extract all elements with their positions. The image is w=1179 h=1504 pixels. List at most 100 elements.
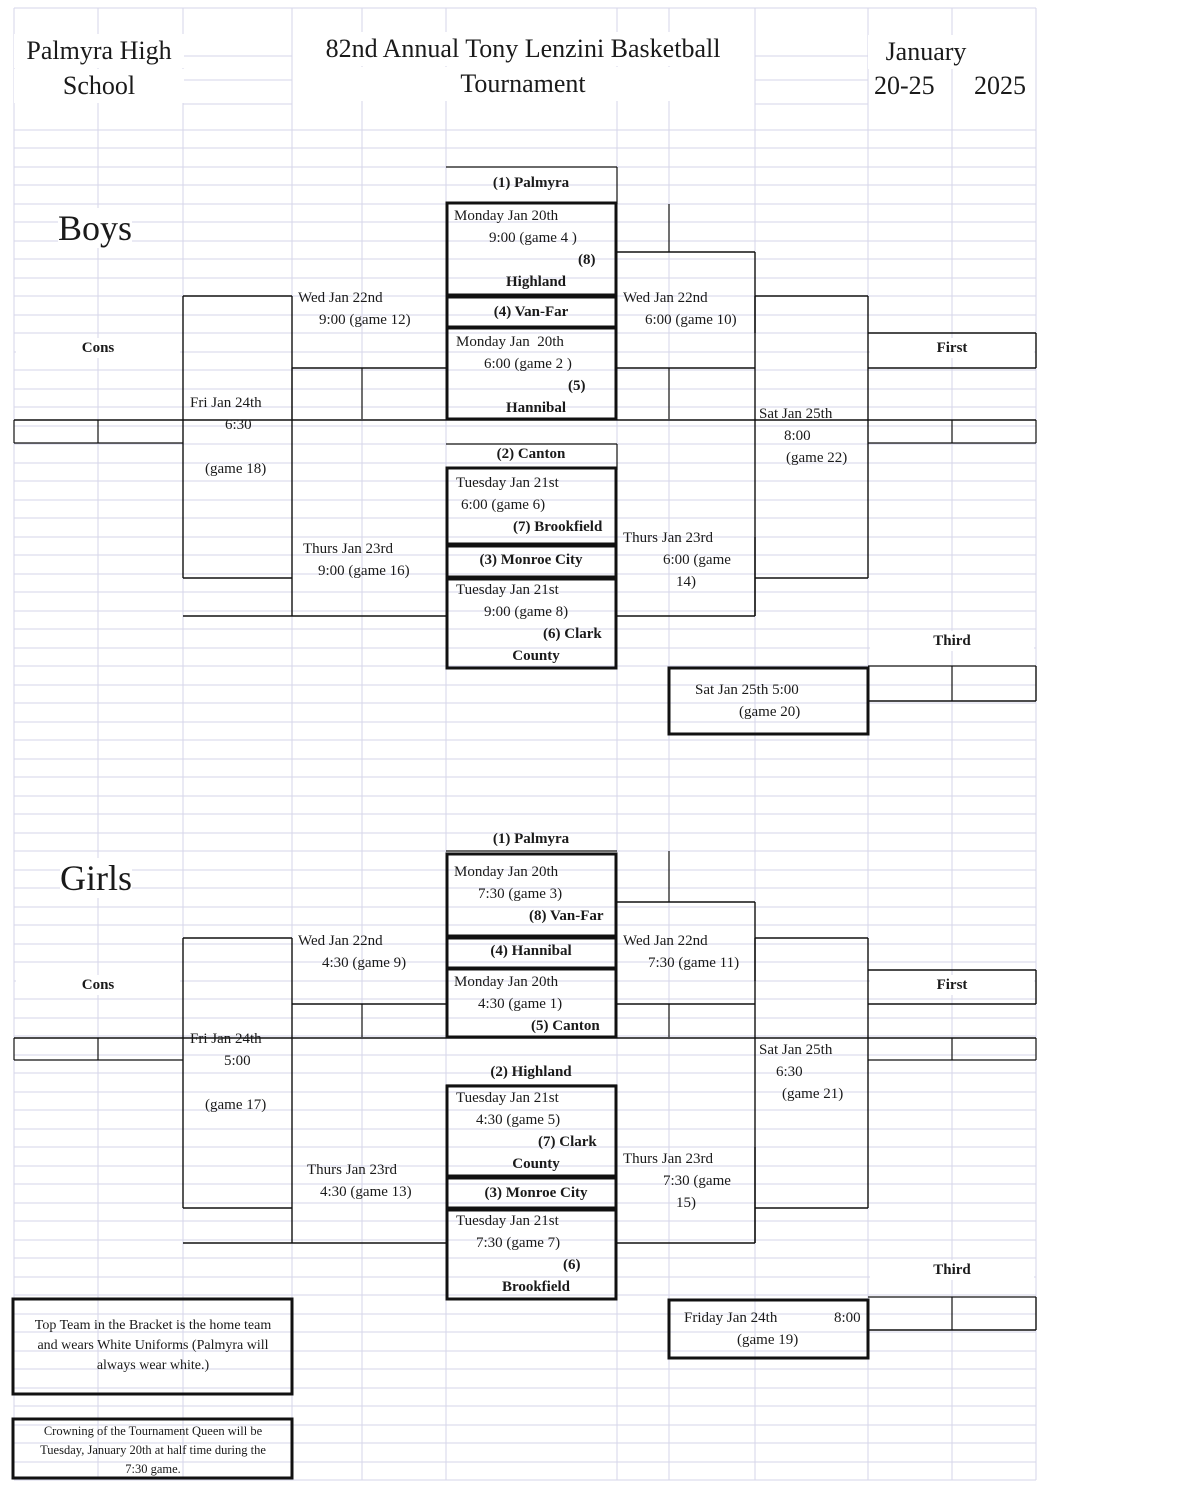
- home-team-note-line2: and wears White Uniforms (Palmyra will: [37, 1338, 269, 1353]
- girls-game7-date: Tuesday Jan 21st: [456, 1213, 559, 1229]
- tournament-year: 2025: [974, 69, 1026, 103]
- boys-game2-box: [445, 326, 618, 421]
- girls-game19-time: 8:00: [834, 1310, 861, 1326]
- boys-game18-time: 6:30: [225, 417, 252, 433]
- queen-note-line3: 7:30 game.: [125, 1462, 181, 1476]
- home-team-note-line1: Top Team in the Bracket is the home team: [34, 1318, 272, 1333]
- boys-game4-team: Highland: [505, 274, 567, 290]
- girls-game1-team: (5) Canton: [531, 1018, 600, 1034]
- boys-game12-date: Wed Jan 22nd: [298, 290, 383, 306]
- boys-game6-box: [445, 466, 618, 546]
- girls-game1-box: [445, 967, 618, 1039]
- boys-game22-date: Sat Jan 25th: [759, 406, 833, 422]
- boys-game20-number: (game 20): [739, 704, 801, 720]
- girls-game17-number: (game 17): [205, 1097, 267, 1113]
- girls-game15-date: Thurs Jan 23rd: [623, 1151, 713, 1167]
- girls-seed3-box: [445, 1176, 618, 1210]
- school-name-line2: School: [14, 69, 184, 103]
- girls-game3-team: (8) Van-Far: [529, 908, 604, 924]
- home-team-note-line3: always wear white.): [96, 1358, 210, 1373]
- girls-seed-1-team: (1) Palmyra: [492, 831, 570, 847]
- boys-game4-box: [445, 201, 618, 297]
- girls-game5-date: Tuesday Jan 21st: [456, 1090, 559, 1106]
- girls-game11-time: 7:30 (game 11): [648, 955, 740, 971]
- girls-game5-team-line1: (7) Clark: [538, 1134, 597, 1150]
- tournament-title-line1: 82nd Annual Tony Lenzini Basketball: [293, 32, 753, 66]
- home-team-note-box: [11, 1297, 294, 1396]
- girls-game3-date: Monday Jan 20th: [454, 864, 559, 880]
- boys-game2-seed: (5): [568, 378, 586, 394]
- girls-game9-time: 4:30 (game 9): [322, 955, 407, 971]
- boys-seed-3-team: (3) Monroe City: [479, 552, 583, 568]
- boys-game22-number: (game 22): [786, 450, 848, 466]
- girls-game13-time: 4:30 (game 13): [320, 1184, 412, 1200]
- girls-section-title: Girls: [60, 858, 132, 898]
- girls-game11-date: Wed Jan 22nd: [623, 933, 708, 949]
- boys-game2-date: Monday Jan 20th: [456, 334, 564, 350]
- girls-game7-team: Brookfield: [501, 1279, 571, 1295]
- boys-seed-1-team: (1) Palmyra: [492, 175, 570, 191]
- boys-game10-date: Wed Jan 22nd: [623, 290, 708, 306]
- tournament-date-range: 20-25: [874, 69, 935, 103]
- girls-game7-time: 7:30 (game 7): [476, 1235, 561, 1251]
- boys-game8-team-line2: County: [512, 648, 560, 664]
- boys-game6-team: (7) Brookfield: [513, 519, 603, 535]
- boys-seed-2-team: (2) Canton: [496, 446, 566, 462]
- girls-game7-seed: (6): [563, 1257, 581, 1273]
- girls-game5-time: 4:30 (game 5): [476, 1112, 561, 1128]
- tournament-title-line2: Tournament: [293, 67, 753, 101]
- boys-game4-seed: (8): [578, 252, 596, 268]
- girls-game19-date: Friday Jan 24th: [684, 1310, 778, 1326]
- girls-game15-number: 15): [676, 1195, 696, 1211]
- boys-section-title: Boys: [58, 208, 133, 248]
- boys-seed-4-team: (4) Van-Far: [493, 304, 569, 320]
- boys-consolation-label: Cons: [16, 338, 180, 358]
- boys-game8-date: Tuesday Jan 21st: [456, 582, 559, 598]
- boys-game20-date-time: Sat Jan 25th 5:00: [695, 682, 799, 698]
- girls-first-place-label: First: [870, 975, 1034, 995]
- boys-seed3-box: [445, 544, 618, 579]
- queen-note-line1: Crowning of the Tournament Queen will be: [43, 1424, 263, 1438]
- girls-game5-team-line2: County: [512, 1156, 560, 1172]
- boys-first-place-label: First: [870, 338, 1034, 358]
- boys-game10-time: 6:00 (game 10): [645, 312, 737, 328]
- tournament-date-line1: January: [868, 35, 984, 69]
- boys-game2-team: Hannibal: [505, 400, 567, 416]
- boys-game8-team-line1: (6) Clark: [543, 626, 602, 642]
- girls-seed-4-team: (4) Hannibal: [490, 943, 572, 959]
- girls-game3-box: [445, 852, 618, 938]
- girls-seed-2-team: (2) Highland: [490, 1064, 572, 1080]
- queen-note-line2: Tuesday, January 20th at half time durin…: [40, 1443, 266, 1457]
- girls-game13-date: Thurs Jan 23rd: [307, 1162, 397, 1178]
- boys-game14-time: 6:00 (game: [663, 552, 731, 568]
- boys-game12-time: 9:00 (game 12): [319, 312, 411, 328]
- boys-third-place-label: Third: [870, 631, 1034, 651]
- girls-game15-time: 7:30 (game: [663, 1173, 731, 1189]
- boys-game18-number: (game 18): [205, 461, 267, 477]
- boys-game2-time: 6:00 (game 2 ): [484, 356, 572, 372]
- boys-game14-number: 14): [676, 574, 696, 590]
- boys-game14-date: Thurs Jan 23rd: [623, 530, 713, 546]
- girls-game19-number: (game 19): [737, 1332, 799, 1348]
- girls-game7-box: [445, 1208, 618, 1301]
- girls-game21-date: Sat Jan 25th: [759, 1042, 833, 1058]
- girls-game1-date: Monday Jan 20th: [454, 974, 559, 990]
- girls-game17-date: Fri Jan 24th: [190, 1031, 262, 1047]
- boys-game22-time: 8:00: [784, 428, 811, 444]
- boys-game6-date: Tuesday Jan 21st: [456, 475, 559, 491]
- girls-game3-time: 7:30 (game 3): [478, 886, 563, 902]
- girls-seed-3-team: (3) Monroe City: [484, 1185, 588, 1201]
- boys-game18-date: Fri Jan 24th: [190, 395, 262, 411]
- girls-game21-number: (game 21): [782, 1086, 844, 1102]
- girls-consolation-label: Cons: [16, 975, 180, 995]
- boys-game4-time: 9:00 (game 4 ): [489, 230, 577, 246]
- boys-game8-time: 9:00 (game 8): [484, 604, 569, 620]
- queen-note-box: [11, 1417, 294, 1480]
- girls-game1-time: 4:30 (game 1): [478, 996, 563, 1012]
- boys-game6-time: 6:00 (game 6): [461, 497, 546, 513]
- girls-third-place-label: Third: [870, 1260, 1034, 1280]
- school-name-line1: Palmyra High: [14, 34, 184, 68]
- boys-game20-box: [667, 666, 870, 736]
- girls-game21-time: 6:30: [776, 1064, 803, 1080]
